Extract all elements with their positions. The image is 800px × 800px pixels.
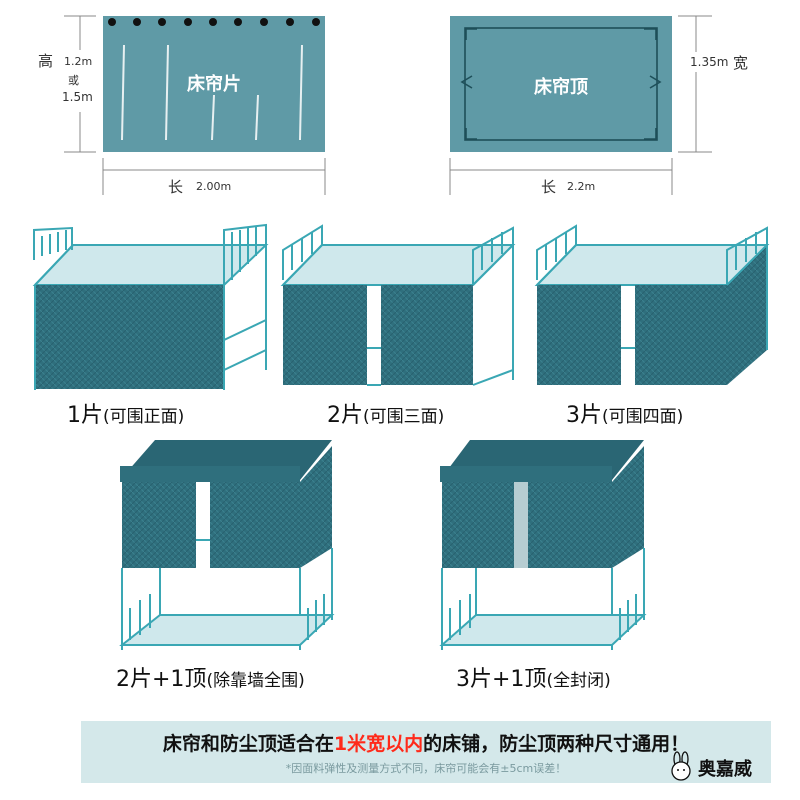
option-caption-3: 3片(可围四面) <box>566 397 683 429</box>
bed-option-3 <box>534 224 770 385</box>
height-or: 或 <box>68 74 79 87</box>
option-main: 3片+1顶 <box>456 667 547 692</box>
roof-length-value: 2.2m <box>567 180 596 193</box>
option-main: 1片 <box>67 403 103 428</box>
roof-width-label: 宽 <box>733 54 749 72</box>
height-value-2: 1.5m <box>62 90 93 104</box>
option-main: 2片+1顶 <box>116 667 207 692</box>
roof-width-value: 1.35m <box>690 55 729 69</box>
option-main: 3片 <box>566 403 602 428</box>
notice-text-b: 的床铺，防尘顶两种尺寸通用！ <box>423 733 690 755</box>
panel-length-value: 2.00m <box>196 180 232 193</box>
curtain-panel-shape <box>103 16 325 152</box>
bed-option-4 <box>119 440 335 650</box>
option-caption-2: 2片(可围三面) <box>327 397 444 429</box>
height-label: 高 <box>38 52 54 70</box>
panel-length-label: 长 <box>168 178 184 196</box>
roof-length-label: 长 <box>541 178 557 196</box>
notice-bar: 床帘和防尘顶适合在1米宽以内的床铺，防尘顶两种尺寸通用！ *因面料弹性及测量方式… <box>81 721 771 783</box>
option-caption-5: 3片+1顶(全封闭) <box>456 661 611 693</box>
option-sub: (可围四面) <box>602 407 684 427</box>
bunny-logo-icon <box>671 751 691 781</box>
option-sub: (可围三面) <box>363 407 445 427</box>
option-sub: (可围正面) <box>103 407 185 427</box>
height-value-1: 1.2m <box>64 55 93 68</box>
option-caption-1: 1片(可围正面) <box>67 397 184 429</box>
notice-text-a: 床帘和防尘顶适合在 <box>162 733 334 755</box>
panel-label: 床帘片 <box>187 74 241 95</box>
bed-option-5 <box>439 440 647 650</box>
notice-highlight: 1米宽以内 <box>333 733 424 755</box>
notice-line-2: *因面料弹性及测量方式不同，床帘可能会有±5cm误差！ <box>285 762 567 775</box>
option-caption-4: 2片+1顶(除靠墙全围) <box>116 661 305 693</box>
bed-option-2 <box>280 224 516 386</box>
option-main: 2片 <box>327 403 363 428</box>
notice-line-1: 床帘和防尘顶适合在1米宽以内的床铺，防尘顶两种尺寸通用！ <box>81 729 771 756</box>
curtain-roof-shape <box>450 16 672 152</box>
bed-option-1 <box>32 223 269 390</box>
roof-label: 床帘顶 <box>534 77 588 98</box>
option-sub: (全封闭) <box>546 671 611 691</box>
option-sub: (除靠墙全围) <box>206 671 305 691</box>
brand-name: 奥嘉威 <box>698 759 752 780</box>
